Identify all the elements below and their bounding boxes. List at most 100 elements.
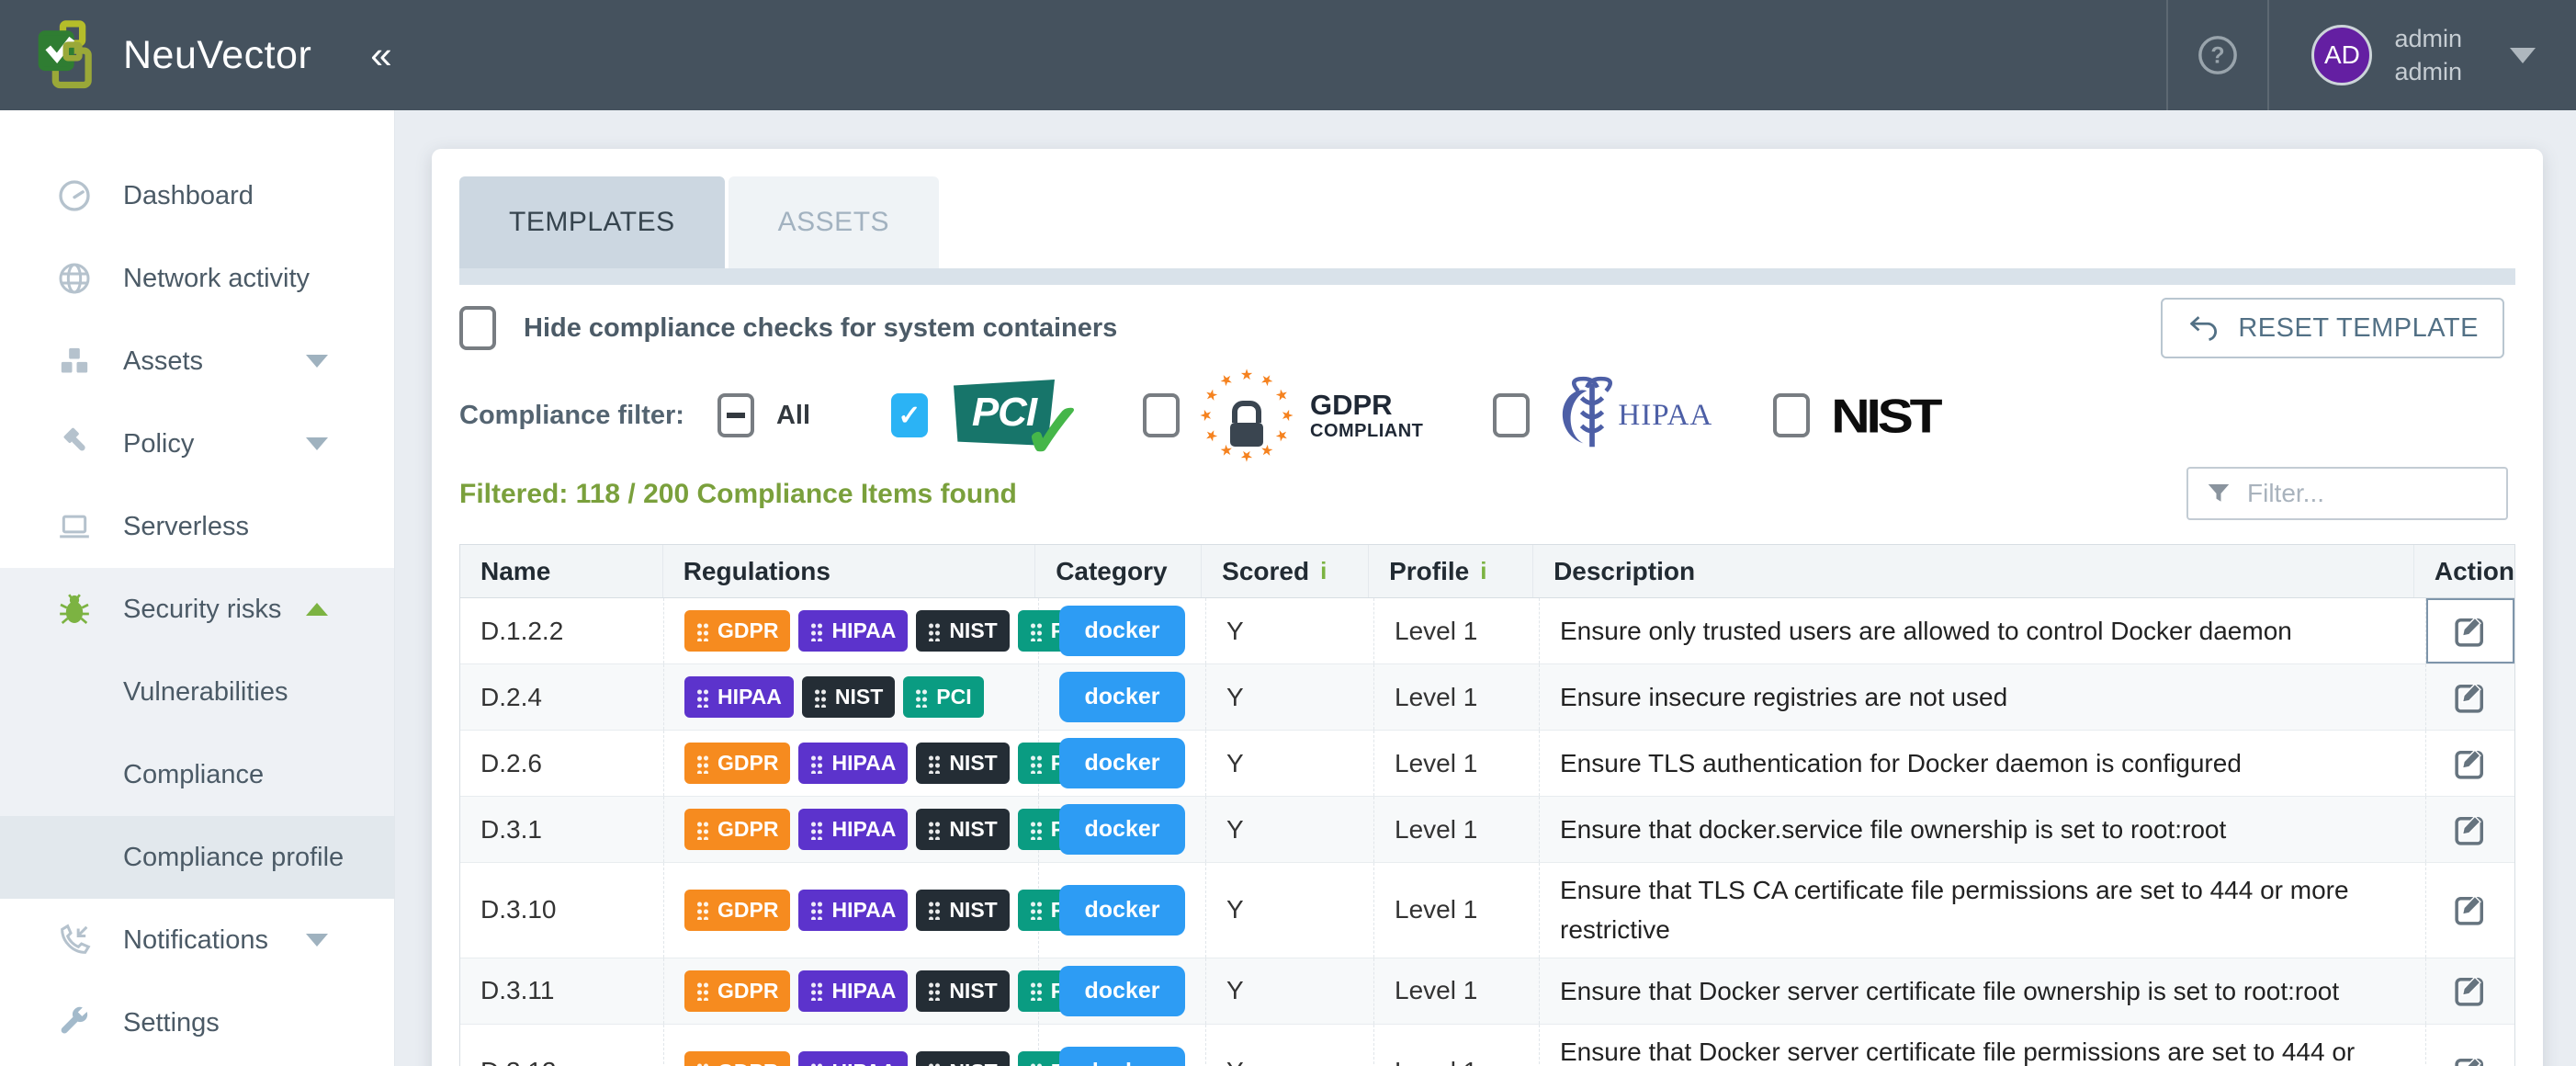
avatar[interactable]: AD [2311,25,2373,85]
regulation-chip-nist[interactable]: NIST [916,889,1010,931]
sidebar-item-compliance[interactable]: Compliance [0,733,394,816]
chevron-down-icon [306,355,328,368]
regulation-chip-gdpr[interactable]: GDPR [684,809,791,850]
filter-all-label: All [775,400,810,430]
edit-button[interactable] [2426,598,2514,663]
drag-handle-icon [1029,819,1043,840]
sidebar-item-compliance-profile[interactable]: Compliance profile [0,816,394,899]
sidebar-item-assets[interactable]: Assets [0,320,394,403]
tab-assets[interactable]: ASSETS [728,176,940,268]
regulation-chip-nist[interactable]: NIST [916,809,1010,850]
sidebar-item-network-activity[interactable]: Network activity [0,237,394,320]
reset-template-button[interactable]: RESET TEMPLATE [2161,298,2504,358]
regulation-chip-pci[interactable]: PCI [903,676,984,718]
regulation-chip-gdpr[interactable]: GDPR [684,610,791,652]
regulation-chip-nist[interactable]: NIST [916,1050,1010,1066]
cell-profile: Level 1 [1374,958,1540,1024]
filter-nist-checkbox[interactable] [1773,393,1811,437]
topbar: NeuVector « ? AD admin admin [0,0,2576,110]
gauge-icon [53,177,96,214]
edit-button[interactable] [2426,797,2514,862]
table-row-D.3.11: D.3.11GDPRHIPAANISTPCIdockerYLevel 1Ensu… [460,958,2514,1025]
cell-profile: Level 1 [1374,598,1540,663]
hipaa-logo: HIPAA [1557,376,1712,455]
regulation-chip-nist[interactable]: NIST [916,743,1010,784]
sidebar-item-settings[interactable]: Settings [0,981,394,1064]
sidebar-item-vulnerabilities[interactable]: Vulnerabilities [0,651,394,733]
cell-category: docker [1039,958,1206,1024]
sidebar-collapse-button[interactable]: « [370,33,392,76]
regulation-chip-hipaa[interactable]: HIPAA [798,610,909,652]
category-tag-docker: docker [1059,672,1185,722]
star-icon: ★ [1271,385,1292,405]
undo-icon [2190,316,2218,341]
cell-scored: Y [1206,664,1374,730]
star-icon: ★ [1271,425,1292,446]
regulation-chip-nist[interactable]: NIST [801,676,896,718]
help-button[interactable]: ? [2168,0,2267,110]
chevron-down-icon[interactable] [2510,47,2536,63]
drag-handle-icon [696,753,709,774]
column-header-name[interactable]: Name [460,545,663,597]
filter-gdpr-checkbox[interactable] [1143,393,1180,437]
sidebar-item-label: Serverless [123,511,249,541]
category-tag-docker: docker [1059,804,1185,855]
bug-icon [53,591,96,628]
edit-button[interactable] [2426,664,2514,730]
cell-regulations: GDPRHIPAANISTPCI [664,598,1099,663]
edit-button[interactable] [2426,863,2514,958]
filter-all-checkbox[interactable] [717,393,754,437]
regulation-chip-hipaa[interactable]: HIPAA [798,889,909,931]
sidebar-item-dashboard[interactable]: Dashboard [0,154,394,237]
sidebar-item-serverless[interactable]: Serverless [0,485,394,568]
sidebar-item-security-risks[interactable]: Security risks [0,568,394,651]
drag-handle-icon [696,819,709,840]
star-icon: ★ [1239,448,1254,463]
sidebar-item-label: Dashboard [123,180,254,210]
cell-scored: Y [1206,598,1374,663]
filter-pci-checkbox[interactable]: ✓ [891,393,928,437]
regulation-chip-hipaa[interactable]: HIPAA [798,743,909,784]
tab-bar: TEMPLATES ASSETS [459,176,2515,268]
edit-button[interactable] [2426,958,2514,1024]
cell-regulations: GDPRHIPAANISTPCI [664,958,1099,1024]
regulation-chip-nist[interactable]: NIST [916,970,1010,1012]
regulation-chip-gdpr[interactable]: GDPR [684,743,791,784]
gdpr-logo-subtitle: COMPLIANT [1310,421,1424,442]
main-content: TEMPLATES ASSETS Hide compliance checks … [395,110,2576,1066]
regulation-chip-hipaa[interactable]: HIPAA [798,1050,909,1066]
regulation-chip-gdpr[interactable]: GDPR [684,1050,791,1066]
column-header-category[interactable]: Category [1035,545,1203,597]
cell-name: D.3.11 [460,958,664,1024]
edit-button[interactable] [2426,731,2514,796]
regulation-chip-hipaa[interactable]: HIPAA [798,970,909,1012]
column-header-description[interactable]: Description [1533,545,2414,597]
cell-scored: Y [1206,863,1374,958]
regulation-chip-hipaa[interactable]: HIPAA [798,809,909,850]
user-role: admin [2394,58,2462,85]
regulation-chip-gdpr[interactable]: GDPR [684,970,791,1012]
hide-system-containers-checkbox[interactable] [459,306,496,350]
drag-handle-icon [813,686,827,708]
filter-hipaa-checkbox[interactable] [1493,393,1531,437]
cell-regulations: GDPRHIPAANISTPCI [664,797,1099,862]
drag-handle-icon [696,1061,709,1066]
sidebar-item-policy[interactable]: Policy [0,403,394,485]
tab-templates[interactable]: TEMPLATES [459,176,725,268]
cell-regulations: GDPRHIPAANISTPCI [664,731,1099,796]
drag-handle-icon [928,900,942,921]
cell-name: D.3.12 [460,1024,664,1066]
user-menu[interactable]: admin admin [2394,22,2462,89]
table-filter-input[interactable]: Filter... [2186,467,2508,520]
edit-button[interactable] [2426,1025,2514,1066]
regulation-chip-nist[interactable]: NIST [916,610,1010,652]
regulation-chip-hipaa[interactable]: HIPAA [684,676,794,718]
star-icon: ★ [1199,408,1215,423]
regulation-chip-gdpr[interactable]: GDPR [684,889,791,931]
sidebar-item-notifications[interactable]: Notifications [0,899,394,981]
column-header-action[interactable]: Action [2434,556,2514,585]
column-header-regulations[interactable]: Regulations [663,545,1036,597]
